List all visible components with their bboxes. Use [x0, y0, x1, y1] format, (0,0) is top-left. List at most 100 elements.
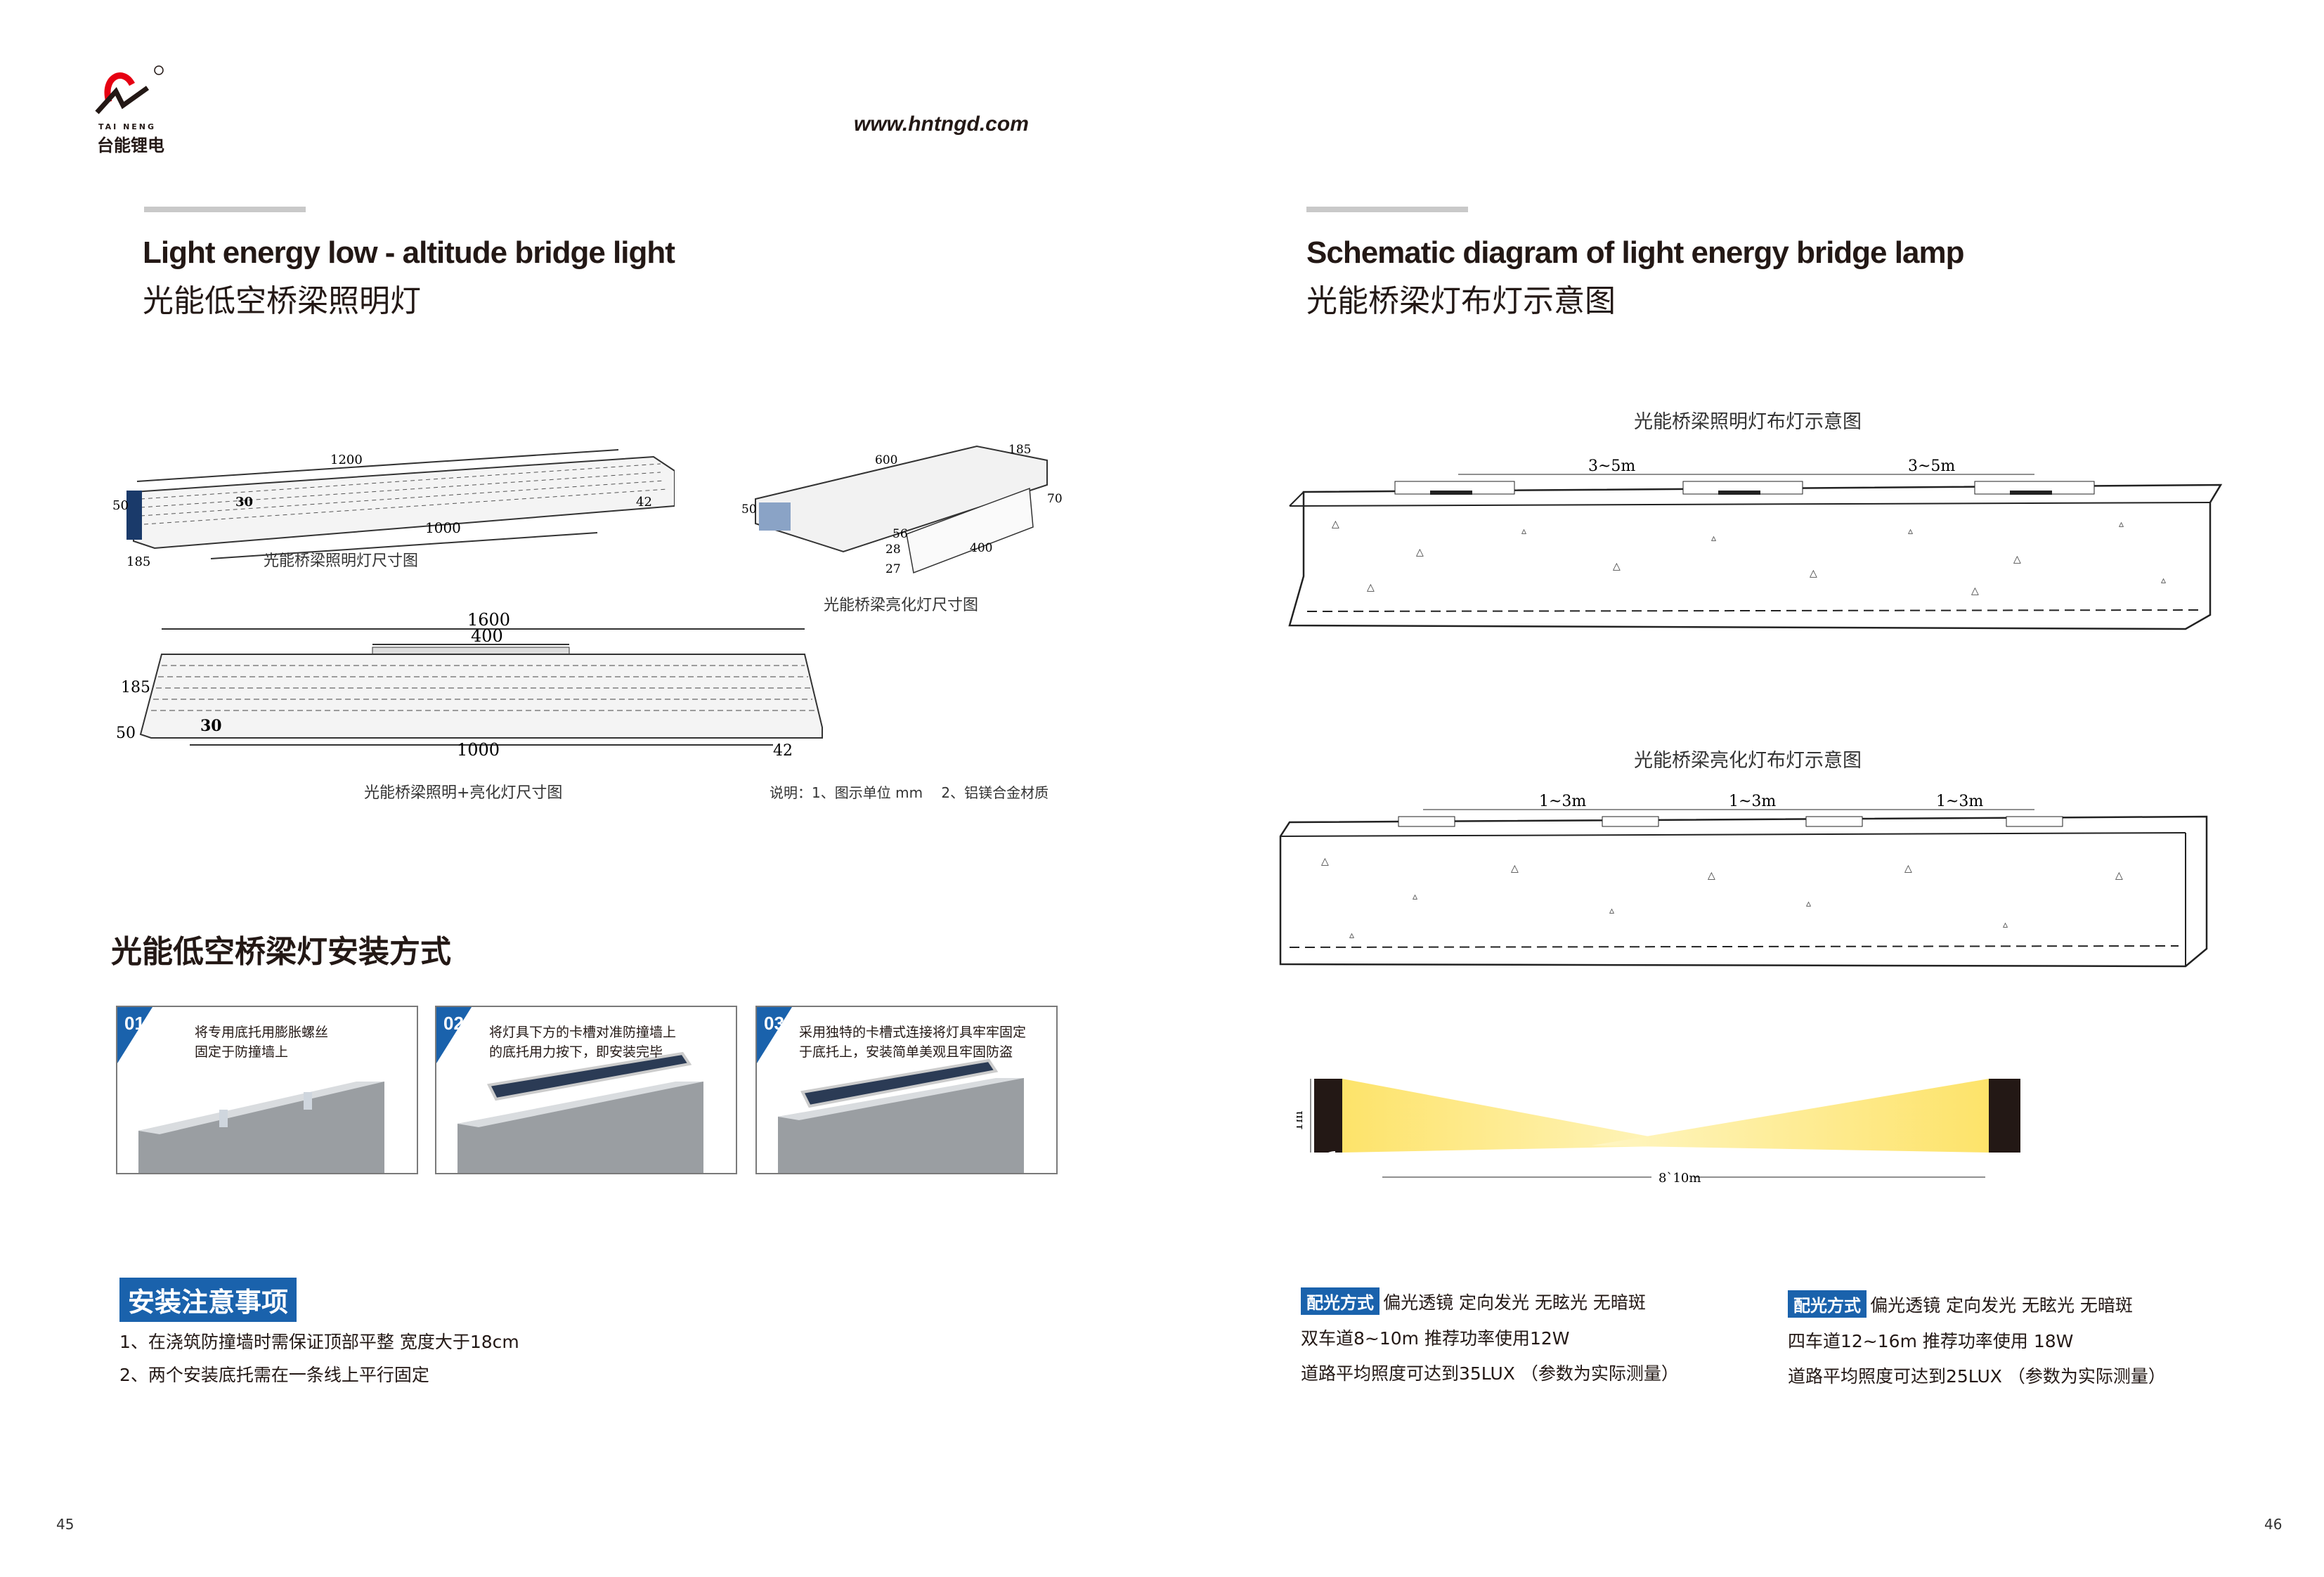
- page-title-en: Schematic diagram of light energy bridge…: [1306, 235, 1964, 270]
- page-title-cn: 光能桥梁灯布灯示意图: [1306, 283, 1616, 319]
- dim-label: 185: [121, 679, 150, 696]
- spec-tag: 配光方式: [1301, 1287, 1380, 1315]
- svg-text:△: △: [1321, 856, 1329, 867]
- dim-label: 50: [112, 498, 129, 513]
- step-text: 于底托上，安装简单美观且牢固防盗: [799, 1044, 1013, 1060]
- spec-block-two-lane: 配光方式 偏光透镜 定向发光 无眩光 无暗斑 双车道8~10m 推荐功率使用12…: [1301, 1287, 1679, 1385]
- spec-features: 偏光透镜 定向发光 无眩光 无暗斑: [1870, 1295, 2133, 1316]
- svg-text:△: △: [1613, 561, 1621, 572]
- spec-tag: 配光方式: [1788, 1290, 1867, 1318]
- step-number: 03: [764, 1013, 784, 1034]
- step-text: 采用独特的卡槽式连接将灯具牢牢固定: [799, 1025, 1027, 1040]
- dim-label: 42: [636, 495, 652, 510]
- svg-text:△: △: [2115, 870, 2123, 881]
- logo-cn: 台能锂电: [97, 136, 164, 155]
- website-url: www.hntngd.com: [854, 112, 1029, 136]
- spacing-label: 1~3m: [1539, 793, 1586, 810]
- dim-label: 400: [471, 626, 503, 646]
- decorative-lamp-layout-diagram: △ ▵ △ ▵ △ ▵ △ ▵ △ ▵ 1~3m 1~3m 1~3m: [1279, 793, 2208, 968]
- dim-label: 1600: [467, 610, 510, 630]
- spec-line: 四车道12~16m 推荐功率使用 18W: [1788, 1331, 2074, 1351]
- brand-logo: TAI NENG 台能锂电: [91, 63, 183, 155]
- svg-text:△: △: [1904, 863, 1912, 874]
- notice-heading: 安装注意事项: [119, 1278, 297, 1322]
- svg-text:▵: ▵: [1349, 930, 1354, 941]
- layout-title: 光能桥梁亮化灯布灯示意图: [1634, 750, 1862, 772]
- install-step-3: 03 采用独特的卡槽式连接将灯具牢牢固定于底托上，安装简单美观且牢固防盗: [755, 1006, 1058, 1174]
- dim-label: 600: [875, 453, 897, 467]
- spacing-label: 1~3m: [1936, 793, 1983, 810]
- dim-label: 400: [970, 541, 992, 555]
- spec-line: 道路平均照度可达到25LUX （参数为实际测量）: [1788, 1366, 2166, 1387]
- dim-label: 28: [885, 543, 901, 557]
- svg-text:△: △: [1332, 519, 1339, 530]
- lighting-lamp-dimension-drawing: 1200 1000 50 185 30 42: [112, 449, 675, 569]
- page-title-cn: 光能低空桥梁照明灯: [143, 283, 421, 319]
- lighting-lamp-layout-diagram: △△▵△▵△▵△▵△△▵ 3~5m 3~5m: [1288, 457, 2223, 630]
- spacing-label: 3~5m: [1908, 457, 1955, 475]
- wall-with-brackets-image: [138, 1082, 384, 1173]
- step-text: 将专用底托用膨胀螺丝: [195, 1025, 329, 1040]
- step-text: 将灯具下方的卡槽对准防撞墙上: [489, 1025, 677, 1040]
- install-step-1: 01 将专用底托用膨胀螺丝固定于防撞墙上: [116, 1006, 418, 1174]
- decorative-lamp-dimension-drawing: 600 185 50 70 56 28 27 400: [741, 443, 1063, 576]
- lamp-pressing-onto-wall-image: [457, 1051, 703, 1173]
- spacing-label: 3~5m: [1588, 457, 1635, 475]
- diagram-caption: 光能桥梁照明灯尺寸图: [264, 552, 419, 570]
- svg-text:▵: ▵: [1413, 891, 1417, 902]
- spec-features: 偏光透镜 定向发光 无眩光 无暗斑: [1383, 1292, 1646, 1313]
- dim-label: 30: [200, 717, 222, 735]
- install-heading: 光能低空桥梁灯安装方式: [111, 934, 451, 970]
- dim-label: 70: [1047, 492, 1063, 506]
- step-number: 01: [124, 1013, 145, 1034]
- step-text: 的底托用力按下，即安装完毕: [489, 1044, 663, 1060]
- diagram-note: 说明：1、图示单位 mm 2、铝镁合金材质: [770, 784, 1049, 801]
- page-title-en: Light energy low - altitude bridge light: [143, 235, 675, 270]
- notice-item: 1、在浇筑防撞墙时需保证顶部平整 宽度大于18cm: [119, 1332, 519, 1352]
- svg-text:△: △: [1971, 585, 1979, 597]
- svg-text:▵: ▵: [1609, 905, 1614, 916]
- svg-text:▵: ▵: [2003, 919, 2008, 930]
- svg-text:▵: ▵: [2119, 519, 2124, 530]
- svg-text:▵: ▵: [1908, 526, 1913, 537]
- svg-text:△: △: [1511, 863, 1519, 874]
- svg-text:△: △: [2013, 554, 2021, 565]
- spec-line: 道路平均照度可达到35LUX （参数为实际测量）: [1301, 1363, 1679, 1384]
- combo-lamp-dimension-drawing: 1600 400 185 50 30 1000 42: [116, 610, 823, 760]
- dim-label: 1200: [330, 453, 363, 467]
- page-number-left: 45: [56, 1516, 74, 1533]
- dim-label: 1000: [425, 519, 461, 536]
- svg-text:△: △: [1810, 568, 1817, 579]
- dim-label: 50: [741, 502, 757, 517]
- svg-text:△: △: [1367, 582, 1375, 593]
- spacing-label: 1~3m: [1729, 793, 1776, 810]
- spec-line: 双车道8~10m 推荐功率使用12W: [1301, 1328, 1570, 1349]
- title-accent-bar: [144, 207, 306, 212]
- lamp-installed-image: [778, 1058, 1024, 1173]
- beam-height-label: 1m: [1297, 1111, 1306, 1131]
- title-accent-bar: [1306, 207, 1468, 212]
- page-number-right: 46: [2264, 1516, 2283, 1533]
- step-number: 02: [443, 1013, 464, 1034]
- svg-text:▵: ▵: [2161, 575, 2166, 586]
- layout-title: 光能桥梁照明灯布灯示意图: [1634, 411, 1862, 433]
- dim-label: 27: [885, 562, 901, 576]
- dim-label: 42: [773, 742, 793, 760]
- install-step-2: 02 将灯具下方的卡槽对准防撞墙上的底托用力按下，即安装完毕: [435, 1006, 737, 1174]
- svg-text:△: △: [1708, 870, 1715, 881]
- logo-mark-icon: [95, 65, 164, 115]
- diagram-caption: 光能桥梁亮化灯尺寸图: [824, 597, 979, 614]
- diagram-caption: 光能桥梁照明+亮化灯尺寸图: [364, 784, 563, 802]
- dim-label: 56: [892, 527, 908, 541]
- dim-label: 1000: [457, 740, 500, 760]
- light-beam-diagram: 1m 8`10m: [1297, 1079, 2020, 1186]
- svg-text:▵: ▵: [1711, 533, 1716, 544]
- dim-label: 185: [126, 554, 150, 569]
- beam-width-label: 8`10m: [1658, 1171, 1701, 1186]
- step-text: 固定于防撞墙上: [195, 1044, 289, 1060]
- svg-text:▵: ▵: [1806, 898, 1811, 909]
- dim-label: 50: [116, 725, 136, 742]
- spec-block-four-lane: 配光方式 偏光透镜 定向发光 无眩光 无暗斑 四车道12~16m 推荐功率使用 …: [1788, 1290, 2166, 1388]
- dim-label: 185: [1008, 443, 1031, 457]
- svg-text:△: △: [1416, 547, 1424, 558]
